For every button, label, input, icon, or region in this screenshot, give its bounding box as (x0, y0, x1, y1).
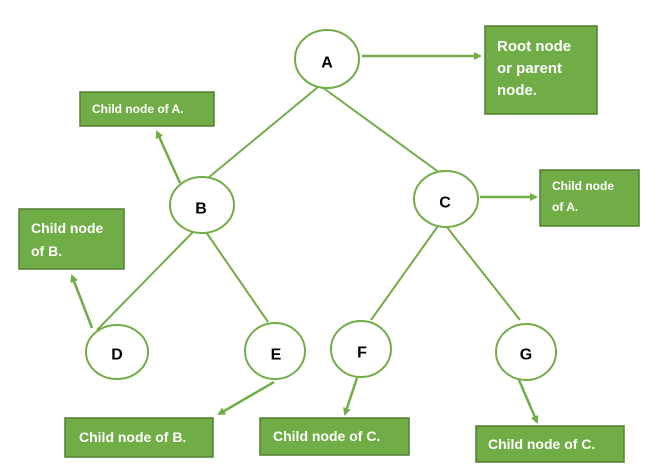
edge-b-d (96, 231, 194, 331)
callout-d-line-1: Child node (31, 220, 104, 236)
arrow-g-to-box (517, 379, 539, 424)
callout-root-line-2: or parent (497, 60, 562, 77)
tree-edges (96, 86, 521, 331)
callout-b-line-1: Child node of A. (92, 102, 184, 116)
edge-c-g (445, 225, 521, 321)
callout-root-line-3: node. (497, 82, 537, 99)
edge-a-c (321, 86, 441, 174)
svg-text:Child node of C.: Child node of C. (488, 436, 595, 452)
svg-text:Child node of A.: Child node of A. (92, 102, 184, 116)
svg-text:Root node or parent: Root node or parent node. (497, 38, 575, 99)
svg-text:Child node of A.: Child node of A. (552, 179, 617, 214)
arrow-b-to-box (155, 130, 182, 184)
callout-g-child-of-c: Child node of C. (475, 425, 625, 463)
node-e-label: E (271, 347, 282, 364)
node-f: F (330, 320, 392, 378)
node-d: D (85, 324, 149, 380)
node-g-label: G (520, 347, 532, 364)
callout-e-line-1: Child node of B. (79, 429, 186, 445)
arrow-e-to-box (217, 380, 275, 416)
callout-c-line-1: Child node (552, 179, 614, 193)
node-c: C (413, 170, 479, 228)
arrow-d-to-box (70, 274, 94, 329)
edge-b-e (205, 231, 269, 323)
callout-d-line-2: of B. (31, 243, 62, 259)
node-g: G (495, 323, 557, 381)
svg-text:Child node of B.: Child node of B. (79, 429, 186, 445)
callout-c-child-of-a: Child node of A. (539, 169, 640, 227)
callout-f-line-1: Child node of C. (273, 428, 380, 444)
svg-text:Child node of C.: Child node of C. (273, 428, 380, 444)
node-d-label: D (111, 347, 123, 364)
callout-b-child-of-a: Child node of A. (79, 91, 215, 127)
node-e: E (244, 322, 306, 380)
callout-g-line-1: Child node of C. (488, 436, 595, 452)
node-a: A (294, 29, 360, 89)
callout-root-line-1: Root node (497, 38, 571, 55)
node-c-label: C (439, 195, 451, 212)
callout-root: Root node or parent node. (484, 25, 598, 115)
node-b-label: B (195, 201, 207, 218)
callout-f-child-of-c: Child node of C. (259, 417, 410, 456)
callout-arrows (70, 52, 539, 424)
callout-c-line-2: of A. (552, 200, 578, 214)
node-b: B (169, 176, 235, 234)
callout-d-child-of-b: Child node of B. (18, 208, 125, 270)
callout-e-child-of-b: Child node of B. (64, 417, 214, 458)
node-f-label: F (357, 345, 367, 362)
edge-c-f (370, 225, 439, 321)
edge-a-b (207, 86, 319, 179)
arrow-f-to-box (343, 377, 359, 416)
svg-text:Child node of B.: Child node of B. (31, 220, 107, 259)
node-a-label: A (321, 55, 333, 72)
